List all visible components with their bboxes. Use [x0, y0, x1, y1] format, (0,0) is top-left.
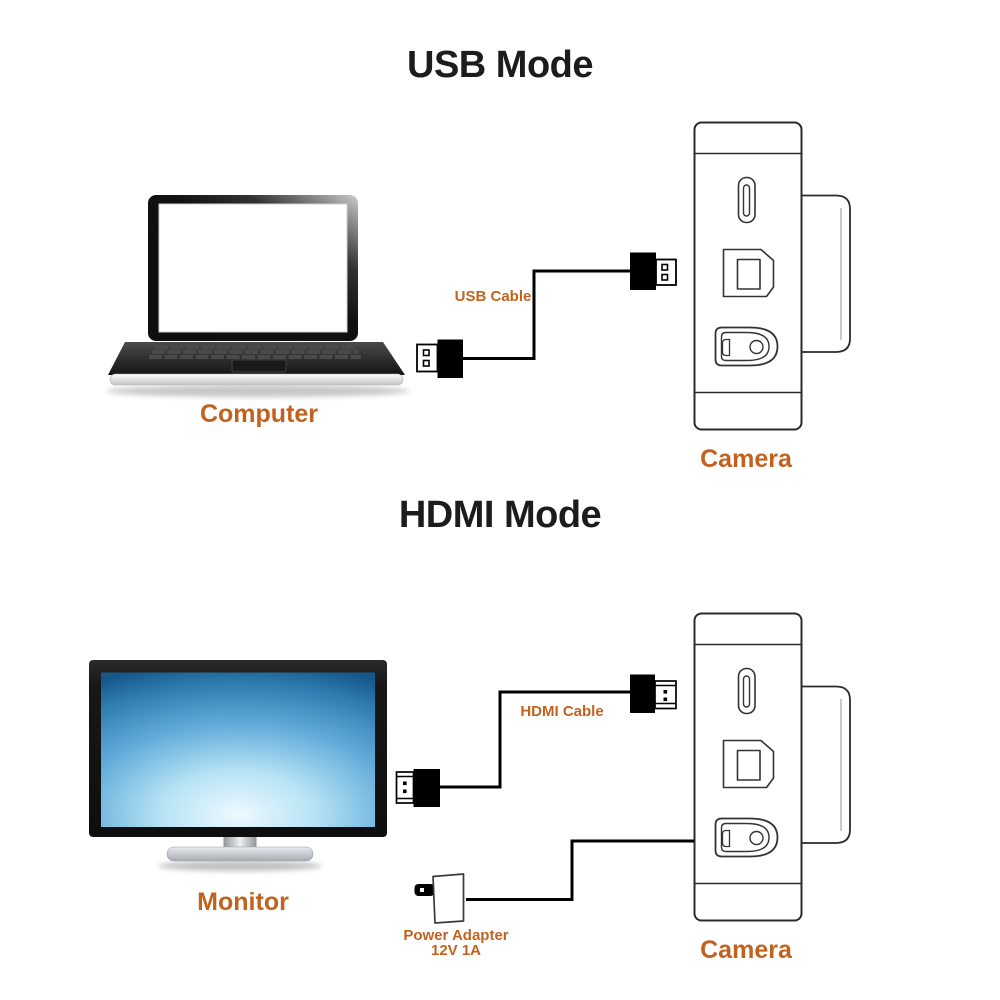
usb-connector-body: [630, 252, 656, 290]
power-adapter-spec: 12V 1A: [430, 942, 482, 959]
usb-connector-computer: [416, 339, 463, 378]
monitor-label: Monitor: [197, 888, 289, 916]
laptop-front-rim: [109, 373, 404, 386]
monitor-stand-neck: [223, 837, 257, 849]
laptop-screen: [158, 203, 348, 333]
power-adapter-prong: [414, 884, 435, 896]
laptop-trackpad: [231, 359, 287, 373]
power-adapter-label: Power Adapter: [403, 927, 509, 944]
monitor-stand-base: [166, 846, 314, 862]
hdmi-connector-body: [413, 769, 440, 807]
usb-plug-icon: [655, 258, 677, 286]
camera-illustration-hdmi: [693, 612, 851, 922]
usb-cable-line: [463, 269, 630, 360]
hdmi-cable-line: [440, 690, 630, 789]
hdmi-connector-monitor: [395, 769, 440, 807]
usb-plug-icon: [416, 343, 439, 373]
hdmi-connector-camera: [630, 674, 677, 713]
usb-connector-camera: [630, 252, 677, 290]
hdmi-cable-label: HDMI Cable: [520, 703, 604, 720]
hdmi-connector-body: [630, 674, 655, 713]
usb-connector-body: [437, 339, 463, 378]
monitor-screen: [101, 672, 375, 827]
camera-label-usb: Camera: [700, 445, 792, 473]
hdmi-mode-title: HDMI Mode: [398, 494, 602, 536]
computer-illustration: [106, 195, 410, 397]
monitor-illustration: [89, 660, 387, 871]
camera-illustration-usb: [693, 121, 851, 431]
computer-label: Computer: [199, 400, 319, 428]
monitor-shadow: [158, 861, 322, 871]
camera-label-hdmi: Camera: [700, 936, 792, 964]
power-adapter-body: [432, 873, 465, 924]
laptop-shadow: [106, 385, 410, 397]
usb-mode-title: USB Mode: [407, 44, 594, 86]
power-adapter-illustration: [414, 873, 465, 924]
power-cable-line: [466, 839, 694, 901]
usb-cable-label: USB Cable: [454, 288, 532, 305]
hdmi-plug-icon: [654, 680, 677, 710]
laptop-keyboard: [149, 345, 361, 359]
